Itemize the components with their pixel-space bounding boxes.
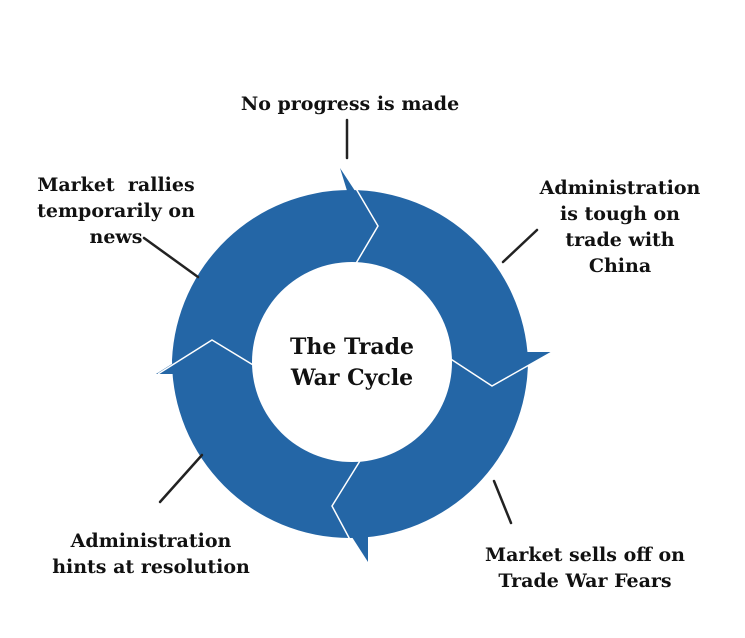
step-label-no-progress: No progress is made	[240, 93, 460, 115]
step-label-hints-resolution: Administration hints at resolution	[52, 530, 250, 578]
ring-center-hole	[252, 262, 452, 462]
arrow-head-left-edge	[157, 339, 269, 375]
ring-arrow-top-right	[350, 189, 528, 360]
cycle-center-title: The Trade War Cycle	[289, 334, 415, 391]
ring-arrow-bottom-right	[350, 360, 528, 538]
connector-step-5	[142, 236, 200, 279]
arrow-head-bottom-edge	[331, 447, 369, 563]
arrow-head-top	[340, 168, 378, 284]
connector-step-3	[492, 479, 513, 525]
connector-lines	[142, 118, 539, 525]
ring-arrow-bottom-left	[172, 360, 350, 538]
arrow-head-bottom	[332, 448, 368, 562]
ring-arrow-top-left	[172, 189, 350, 360]
connector-step-2	[501, 228, 539, 264]
arrow-head-right	[438, 352, 552, 386]
step-label-market-rallies: Market rallies temporarily on news	[37, 174, 195, 248]
circular-arrow-ring	[156, 168, 553, 563]
step-label-administration-tough: Administration is tough on trade with Ch…	[539, 177, 701, 277]
arrow-head-right-edge	[439, 351, 553, 387]
connector-step-4	[158, 453, 204, 504]
step-label-market-sells-off: Market sells off on Trade War Fears	[485, 544, 685, 592]
arrow-head-left	[156, 340, 270, 374]
